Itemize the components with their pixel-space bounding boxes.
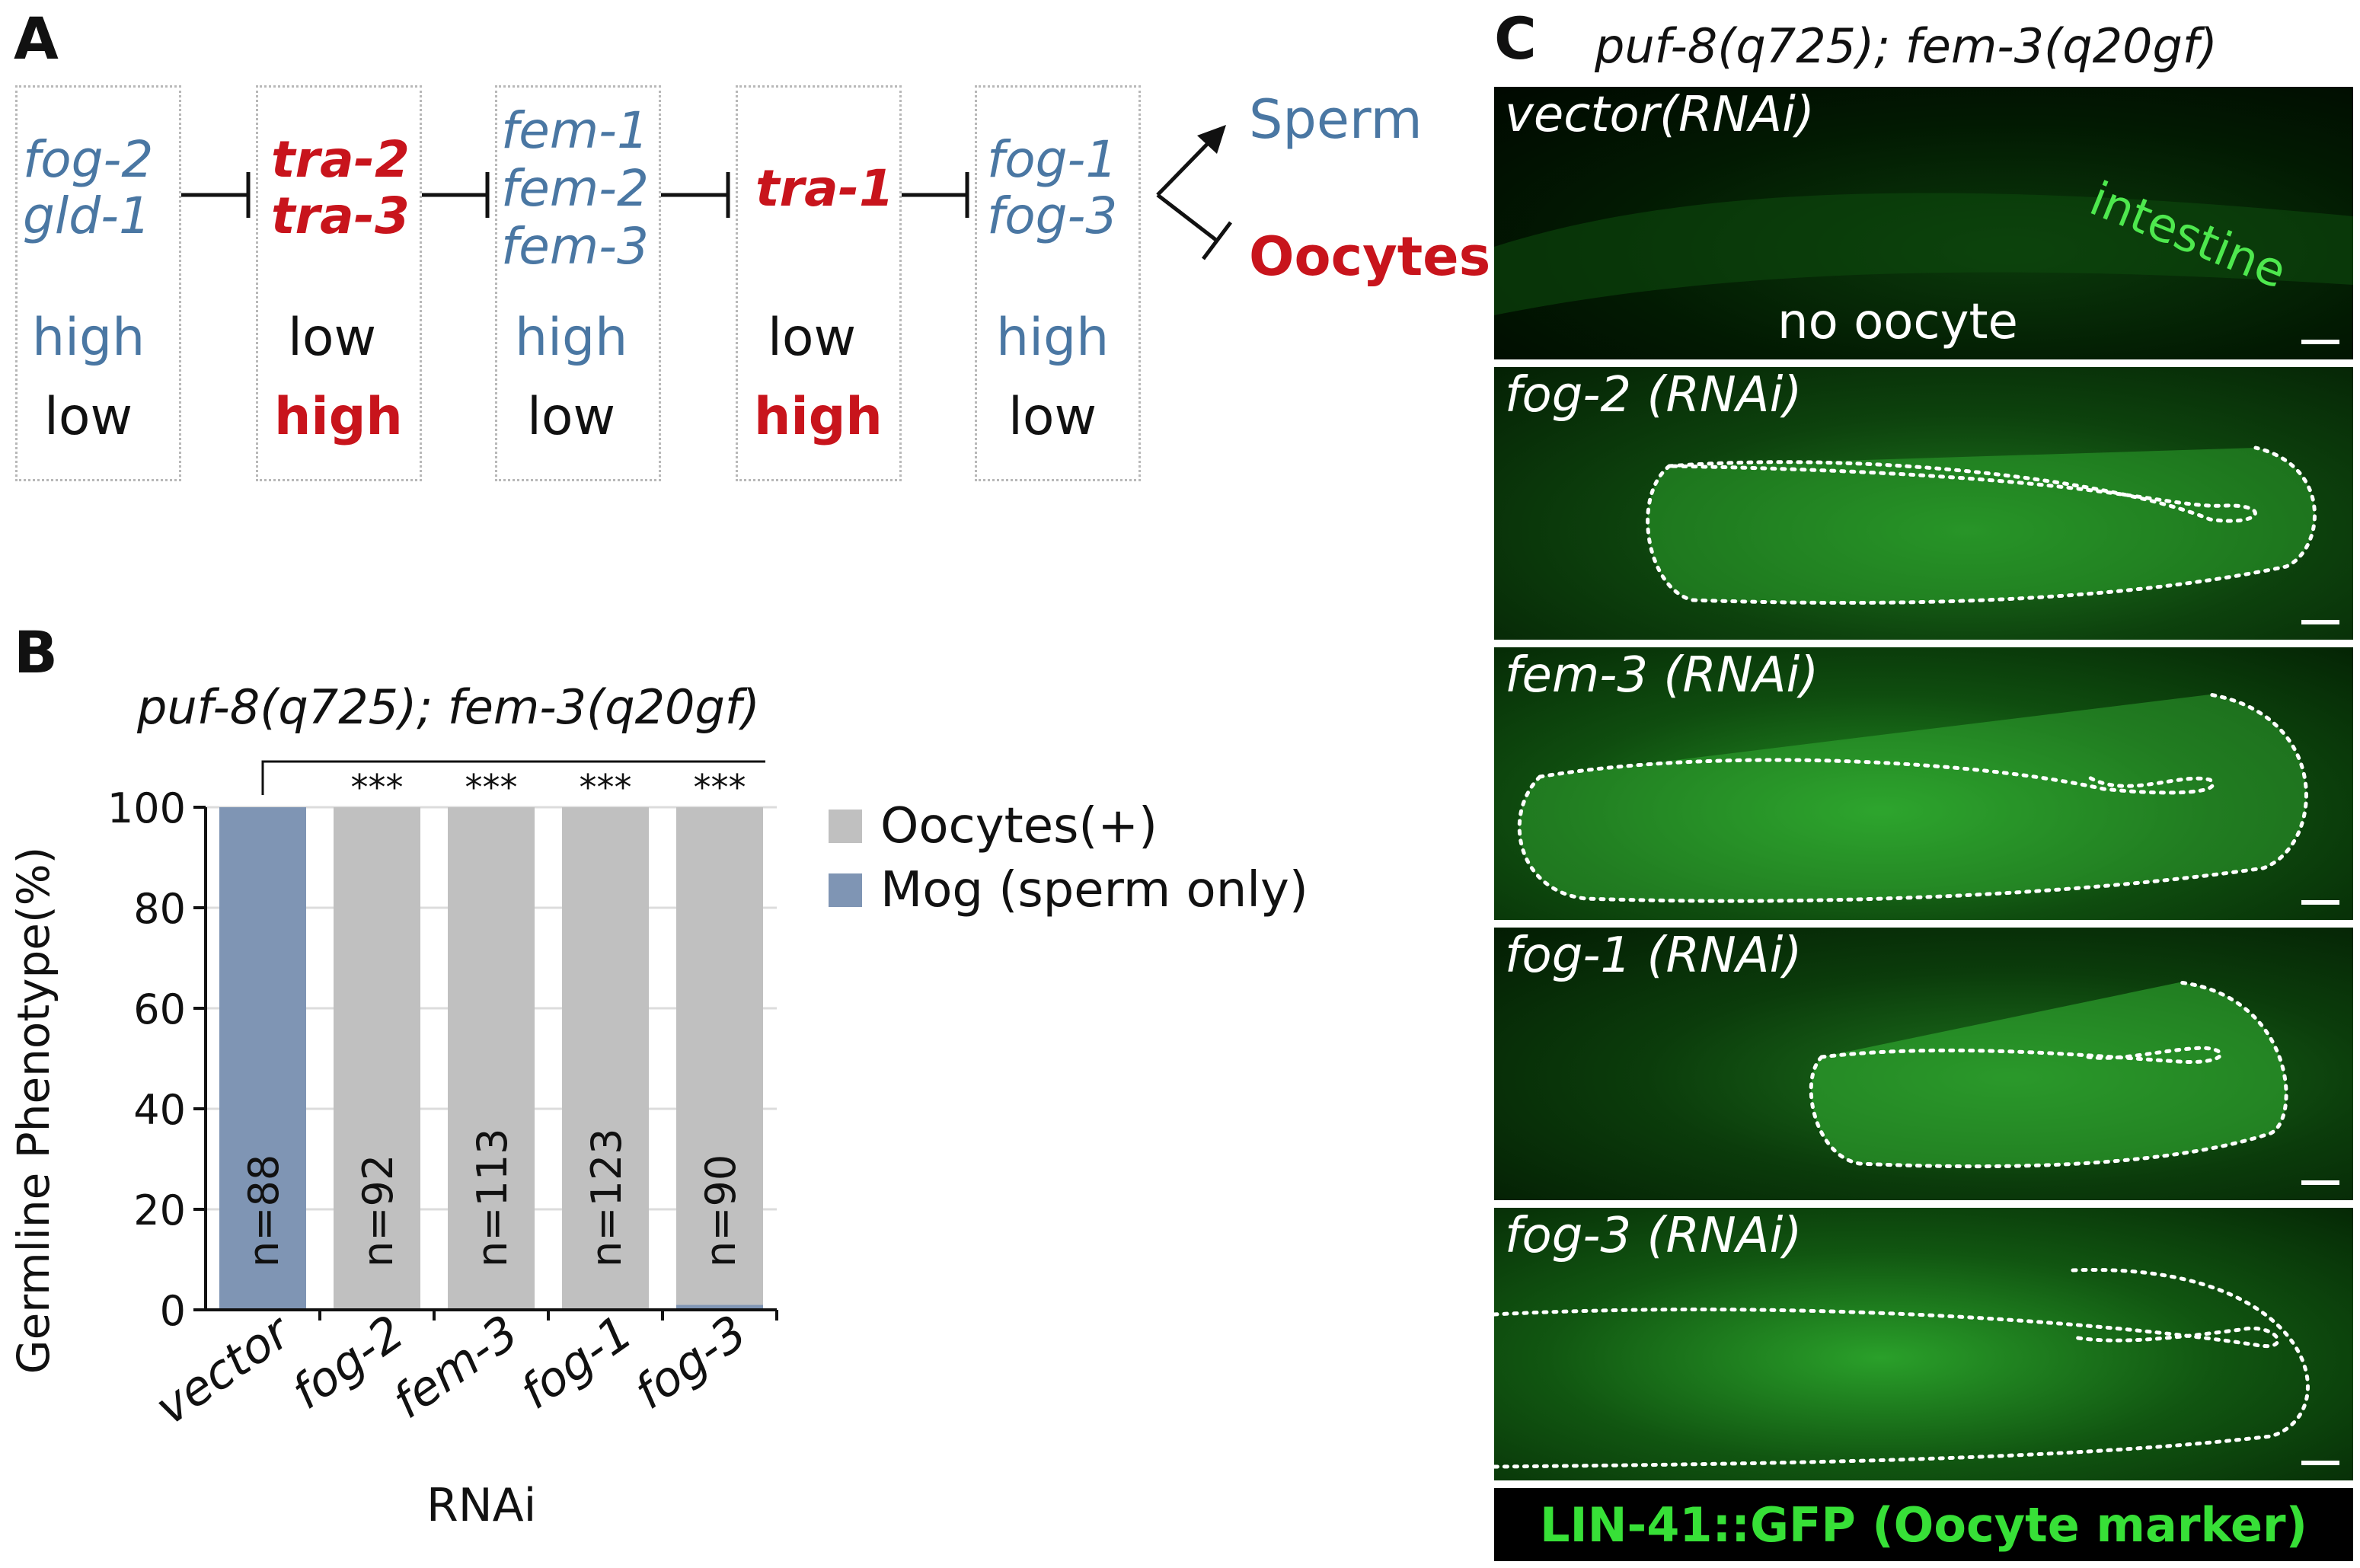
pathway-box-3	[495, 85, 661, 481]
x-category-label: fem-3	[382, 1304, 528, 1429]
micrograph-fog-2: fog-2 (RNAi)	[1494, 367, 2353, 640]
image-title: fog-1 (RNAi)	[1505, 928, 1803, 984]
gonad-outline	[1517, 692, 2308, 903]
y-tick-label: 20	[133, 1186, 186, 1234]
bar-segment	[334, 807, 420, 1310]
marker-label: LIN-41::GFP (Oocyte marker)	[1540, 1497, 2307, 1553]
scale-bar	[2301, 1180, 2339, 1185]
gene-fog-3: fog-3	[987, 187, 1118, 245]
chart-genotype-title: puf-8(q725); fem-3(q20gf)	[137, 679, 760, 735]
chart-x-axis-label: RNAi	[426, 1479, 537, 1532]
n-count-label: n=123	[583, 1128, 631, 1267]
gene-tra-3: tra-3	[271, 187, 410, 245]
bar-segment	[219, 807, 306, 1310]
micrograph-fog-3: fog-3 (RNAi)	[1494, 1208, 2353, 1480]
y-tick-label: 40	[133, 1086, 186, 1134]
significance-stars: ***	[580, 767, 632, 808]
micrograph-fog-1: fog-1 (RNAi)	[1494, 928, 2353, 1200]
bar-segment	[562, 807, 649, 1310]
level-high: high	[754, 387, 883, 447]
n-count-label: n=88	[240, 1154, 288, 1267]
pathway-box-2	[256, 85, 422, 481]
level-low: low	[288, 308, 377, 368]
panel-b-label: B	[14, 618, 58, 686]
panel-c-label: C	[1494, 5, 1537, 72]
level-high: high	[996, 308, 1110, 368]
x-category-label: fog-1	[510, 1304, 643, 1420]
legend-swatch-oocytes	[829, 810, 862, 843]
image-title: fem-3 (RNAi)	[1505, 647, 1819, 704]
outcome-oocytes: Oocytes	[1249, 225, 1491, 288]
gene-fem-1: fem-1	[501, 101, 649, 160]
outcome-sperm: Sperm	[1249, 88, 1423, 151]
gonad-outline	[1809, 980, 2288, 1169]
micrograph-fem-3: fem-3 (RNAi)	[1494, 647, 2353, 920]
level-high: high	[515, 308, 628, 368]
n-count-label: n=92	[354, 1154, 402, 1267]
pathway-arrows	[181, 125, 1232, 260]
intestine-glow	[1494, 193, 2353, 315]
bar-segment	[448, 807, 535, 1310]
image-title: fog-2 (RNAi)	[1505, 367, 1803, 423]
image-title: vector(RNAi)	[1505, 87, 1815, 143]
legend-label-mog: Mog (sperm only)	[880, 862, 1308, 918]
gene-fog-1: fog-1	[987, 130, 1118, 189]
level-low: low	[44, 387, 133, 447]
y-tick-label: 80	[133, 885, 186, 933]
legend-swatch-mog	[829, 873, 862, 907]
level-low: low	[527, 387, 616, 447]
image-title: fog-3 (RNAi)	[1505, 1208, 1803, 1264]
gonad-outline	[1494, 1268, 2310, 1469]
significance-stars: ***	[351, 767, 404, 808]
chart-y-axis-label: Germline Phenotype(%)	[8, 846, 59, 1375]
arrow-head-icon	[1197, 125, 1226, 154]
bar-segment	[676, 1305, 763, 1310]
legend-oocytes: Oocytes(+)	[829, 798, 1158, 854]
level-high: high	[32, 308, 145, 368]
n-count-label: n=90	[697, 1154, 745, 1267]
inhibit-to-oocytes	[1156, 193, 1218, 242]
gene-fem-2: fem-2	[501, 159, 649, 218]
n-count-label: n=113	[468, 1128, 516, 1267]
panel-c-genotype: puf-8(q725); fem-3(q20gf)	[1595, 18, 2218, 74]
x-category-label: fog-2	[282, 1304, 414, 1420]
scale-bar	[2301, 900, 2339, 905]
legend-label-oocytes: Oocytes(+)	[880, 798, 1158, 854]
level-low: low	[768, 308, 857, 368]
significance-bracket	[261, 760, 765, 795]
pathway-box-5	[975, 85, 1141, 481]
bar-segment	[676, 807, 763, 1305]
marker-footer: LIN-41::GFP (Oocyte marker)	[1494, 1488, 2353, 1561]
gene-tra-2: tra-2	[271, 130, 410, 189]
scale-bar	[2301, 340, 2339, 344]
gene-fog-2: fog-2	[23, 130, 154, 189]
pathway-box-4	[736, 85, 902, 481]
significance-stars: ***	[694, 767, 746, 808]
micrograph-vector: vector(RNAi) intestine no oocyte	[1494, 87, 2353, 359]
y-tick-label: 100	[107, 784, 186, 832]
panel-a-label: A	[14, 5, 59, 72]
scale-bar	[2301, 1461, 2339, 1465]
legend-mog: Mog (sperm only)	[829, 862, 1308, 918]
gene-gld-1: gld-1	[23, 187, 151, 245]
germline-phenotype-chart: 020406080100n=88vectorn=92fog-2n=113fem-…	[107, 760, 778, 1435]
level-high: high	[274, 387, 403, 447]
gene-fem-3: fem-3	[501, 217, 649, 276]
no-oocyte-label: no oocyte	[1777, 294, 2018, 350]
significance-stars: ***	[465, 767, 518, 808]
x-category-label: fog-3	[624, 1304, 757, 1420]
gonad-outline	[1646, 445, 2317, 605]
scale-bar	[2301, 620, 2339, 624]
pathway-box-1	[15, 85, 181, 481]
y-tick-label: 60	[133, 985, 186, 1033]
level-low: low	[1008, 387, 1097, 447]
y-tick-label: 0	[160, 1287, 186, 1335]
gene-tra-1: tra-1	[755, 159, 894, 218]
